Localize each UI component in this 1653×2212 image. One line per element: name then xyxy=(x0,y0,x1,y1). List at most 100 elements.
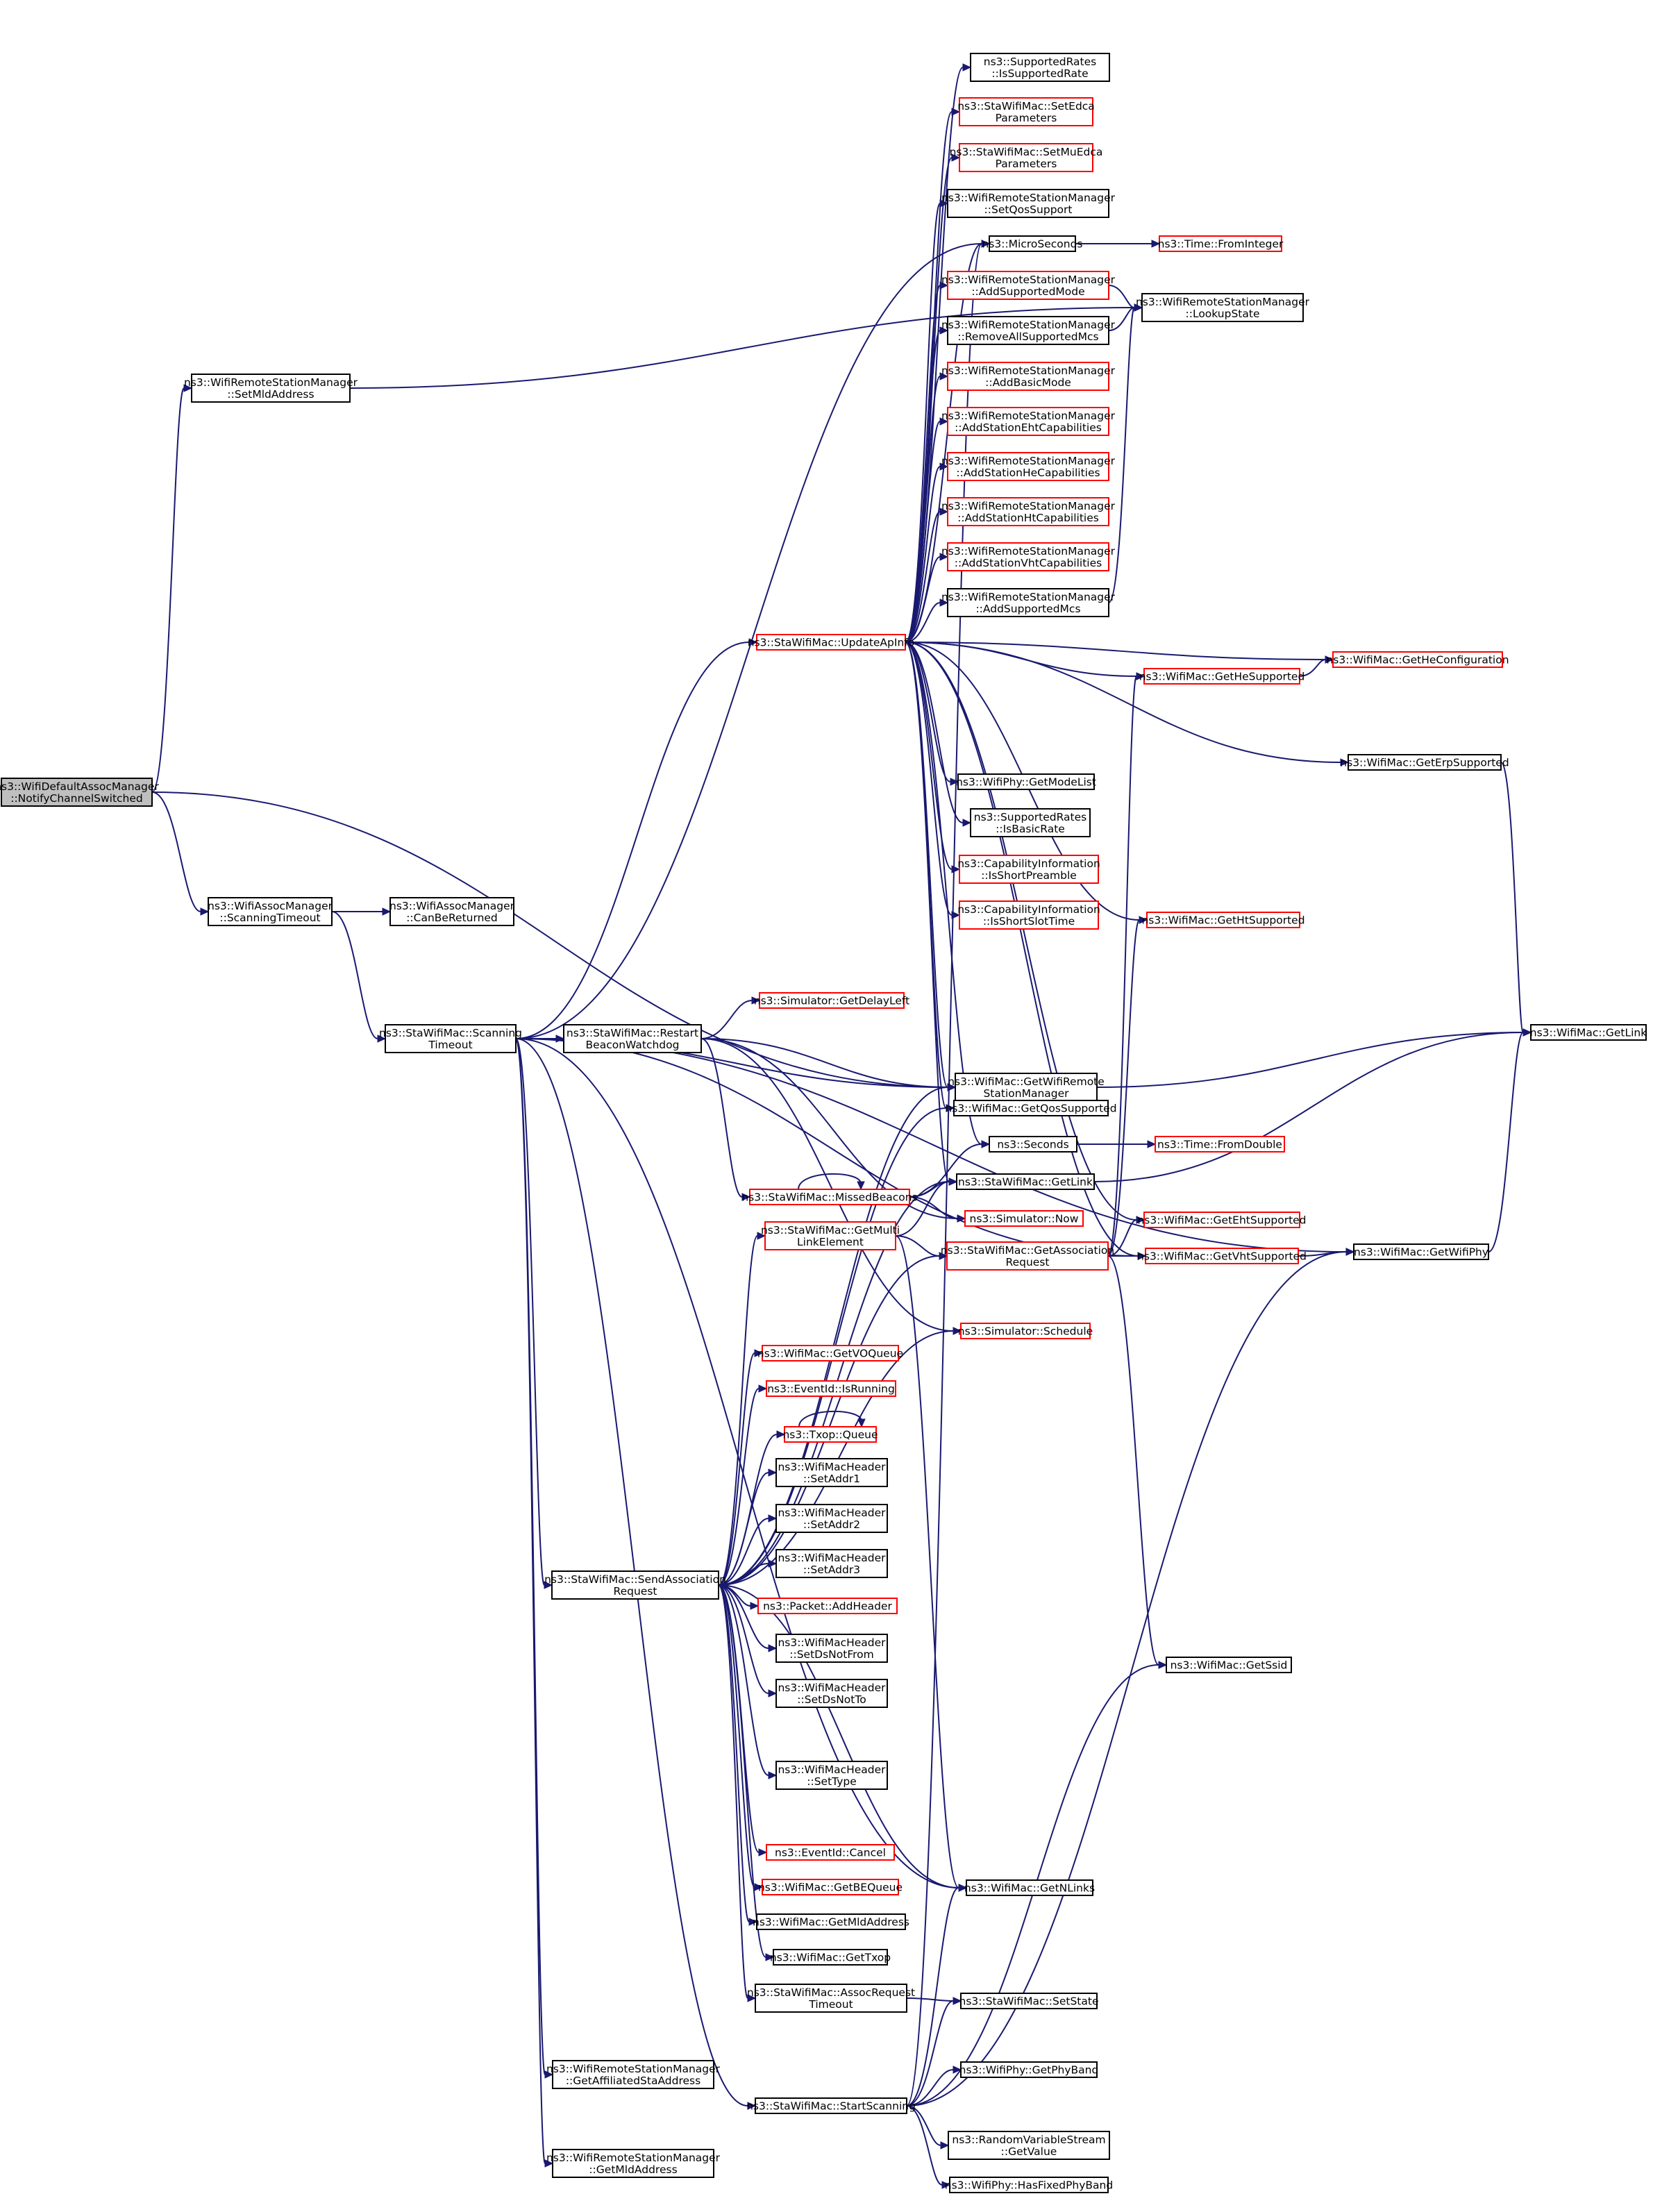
node-box xyxy=(959,143,1093,172)
node-is-running[interactable]: ns3::EventId::IsRunning xyxy=(766,1380,896,1397)
node-add-header[interactable]: ns3::Packet::AddHeader xyxy=(757,1598,898,1614)
node-scanning-timeout[interactable]: ns3::StaWifiMac::ScanningTimeout xyxy=(379,1024,522,1053)
node-box xyxy=(1145,1248,1299,1264)
node-is-short-preamble[interactable]: ns3::CapabilityInformation::IsShortPream… xyxy=(957,855,1100,884)
node-get-nlinks[interactable]: ns3::WifiMac::GetNLinks xyxy=(964,1879,1095,1896)
node-get-value[interactable]: ns3::RandomVariableStream::GetValue xyxy=(948,2131,1110,2160)
edge-txop-queue-to-txop-queue xyxy=(798,1410,866,1428)
node-set-qos-support[interactable]: ns3::WifiRemoteStationManager::SetQosSup… xyxy=(941,189,1116,218)
node-from-double[interactable]: ns3::Time::FromDouble xyxy=(1155,1136,1285,1153)
node-get-ssid[interactable]: ns3::WifiMac::GetSsid xyxy=(1166,1657,1292,1673)
node-get-mld-address-mac[interactable]: ns3::WifiMac::GetMldAddress xyxy=(753,1913,909,1930)
node-sim-now[interactable]: ns3::Simulator::Now xyxy=(964,1210,1084,1227)
node-label: ns3::WifiMacHeader xyxy=(778,1636,886,1649)
node-set-ds-not-from[interactable]: ns3::WifiMacHeader::SetDsNotFrom xyxy=(775,1634,888,1663)
node-get-voqueue[interactable]: ns3::WifiMac::GetVOQueue xyxy=(757,1345,903,1361)
node-missed-beacons[interactable]: ns3::StaWifiMac::MissedBeacons xyxy=(741,1189,918,1205)
node-scanning-timeout-am[interactable]: ns3::WifiAssocManager::ScanningTimeout xyxy=(208,897,333,926)
node-label: ::IsBasicRate xyxy=(996,823,1065,835)
node-set-ds-not-to[interactable]: ns3::WifiMacHeader::SetDsNotTo xyxy=(775,1679,888,1708)
node-root[interactable]: ns3::WifiDefaultAssocManager::NotifyChan… xyxy=(0,778,159,807)
node-get-wifi-phy[interactable]: ns3::WifiMac::GetWifiPhy xyxy=(1353,1243,1489,1260)
node-txop-queue[interactable]: ns3::Txop::Queue xyxy=(782,1426,878,1443)
node-box xyxy=(970,53,1110,82)
node-has-fixed-phy-band[interactable]: ns3::WifiPhy::HasFixedPhyBand xyxy=(945,2177,1113,2193)
node-get-wifi-rsm[interactable]: ns3::WifiMac::GetWifiRemoteStationManage… xyxy=(948,1073,1105,1102)
node-label: ns3::SupportedRates xyxy=(984,56,1096,68)
edge-update-ap-info-to-is-short-slot xyxy=(905,642,961,919)
node-lookup-state[interactable]: ns3::WifiRemoteStationManager::LookupSta… xyxy=(1136,293,1310,322)
node-schedule[interactable]: ns3::Simulator::Schedule xyxy=(958,1323,1093,1339)
node-get-he-config[interactable]: ns3::WifiMac::GetHeConfiguration xyxy=(1326,651,1509,668)
node-get-mode-list[interactable]: ns3::WifiPhy::GetModeList xyxy=(956,773,1096,790)
node-is-supported-rate[interactable]: ns3::SupportedRates::IsSupportedRate xyxy=(970,53,1110,82)
node-micro-seconds[interactable]: ns3::MicroSeconds xyxy=(982,235,1083,252)
node-set-addr1[interactable]: ns3::WifiMacHeader::SetAddr1 xyxy=(775,1458,888,1487)
node-add-basic-mode[interactable]: ns3::WifiRemoteStationManager::AddBasicM… xyxy=(941,362,1116,391)
node-set-state[interactable]: ns3::StaWifiMac::SetState xyxy=(959,1993,1099,2009)
edge-send-assoc-to-set-ds-not-from xyxy=(718,1584,778,1652)
node-get-erp-supported[interactable]: ns3::WifiMac::GetErpSupported xyxy=(1340,754,1509,771)
node-get-affiliated[interactable]: ns3::WifiRemoteStationManager::GetAffili… xyxy=(546,2060,721,2089)
node-label: Parameters xyxy=(996,112,1057,124)
node-from-integer[interactable]: ns3::Time::FromInteger xyxy=(1158,235,1284,252)
edge-scanning-timeout-am-to-can-be-returned xyxy=(332,907,392,916)
node-label: Timeout xyxy=(428,1039,472,1051)
node-label: ns3::WifiMacHeader xyxy=(778,1552,886,1564)
node-get-link-sta[interactable]: ns3::StaWifiMac::GetLink xyxy=(956,1173,1095,1190)
node-add-vht[interactable]: ns3::WifiRemoteStationManager::AddStatio… xyxy=(941,542,1116,571)
node-get-link-mac[interactable]: ns3::WifiMac::GetLink xyxy=(1530,1024,1647,1041)
edge-update-ap-info-to-seconds xyxy=(905,642,991,1148)
node-set-addr3[interactable]: ns3::WifiMacHeader::SetAddr3 xyxy=(775,1549,888,1578)
node-get-bequeue[interactable]: ns3::WifiMac::GetBEQueue xyxy=(758,1879,903,1895)
node-add-supported-mode[interactable]: ns3::WifiRemoteStationManager::AddSuppor… xyxy=(941,271,1116,300)
node-can-be-returned[interactable]: ns3::WifiAssocManager::CanBeReturned xyxy=(389,897,515,926)
node-box xyxy=(970,808,1091,837)
node-label: ::NotifyChannelSwitched xyxy=(10,792,143,805)
edge-root-to-set-mld-address xyxy=(151,384,193,793)
node-is-short-slot[interactable]: ns3::CapabilityInformation::IsShortSlotT… xyxy=(957,900,1100,930)
node-get-phy-band[interactable]: ns3::WifiPhy::GetPhyBand xyxy=(959,2061,1099,2078)
node-label: ns3::MicroSeconds xyxy=(982,238,1082,251)
node-cancel[interactable]: ns3::EventId::Cancel xyxy=(766,1844,895,1861)
node-get-eht-supported[interactable]: ns3::WifiMac::GetEhtSupported xyxy=(1137,1212,1307,1228)
node-set-mld-address[interactable]: ns3::WifiRemoteStationManager::SetMldAdd… xyxy=(184,374,358,403)
node-get-txop[interactable]: ns3::WifiMac::GetTxop xyxy=(770,1949,891,1966)
node-label: ::ScanningTimeout xyxy=(219,912,320,924)
edge-scanning-timeout-to-get-mld-address-rsm xyxy=(515,1038,554,2168)
edge-scanning-timeout-to-send-assoc xyxy=(515,1038,553,1589)
node-add-eht[interactable]: ns3::WifiRemoteStationManager::AddStatio… xyxy=(941,407,1116,436)
node-box xyxy=(755,1984,907,2013)
node-get-delay-left[interactable]: ns3::Simulator::GetDelayLeft xyxy=(754,992,909,1009)
node-start-scanning[interactable]: ns3::StaWifiMac::StartScanning xyxy=(746,2097,916,2114)
node-label: ::AddStationHeCapabilities xyxy=(956,467,1100,479)
node-is-basic-rate[interactable]: ns3::SupportedRates::IsBasicRate xyxy=(970,808,1091,837)
node-box xyxy=(947,407,1109,436)
node-box xyxy=(947,497,1109,526)
node-box xyxy=(775,1679,888,1708)
node-add-supported-mcs[interactable]: ns3::WifiRemoteStationManager::AddSuppor… xyxy=(941,588,1116,617)
node-set-type[interactable]: ns3::WifiMacHeader::SetType xyxy=(775,1761,888,1790)
node-label: ::SetMldAddress xyxy=(227,388,314,401)
node-add-ht[interactable]: ns3::WifiRemoteStationManager::AddStatio… xyxy=(941,497,1116,526)
node-add-he[interactable]: ns3::WifiRemoteStationManager::AddStatio… xyxy=(941,452,1116,481)
node-remove-all[interactable]: ns3::WifiRemoteStationManager::RemoveAll… xyxy=(941,316,1116,345)
node-get-mld-address-rsm[interactable]: ns3::WifiRemoteStationManager::GetMldAdd… xyxy=(546,2149,721,2178)
node-box xyxy=(749,1189,910,1205)
node-update-ap-info[interactable]: ns3::StaWifiMac::UpdateApInfo xyxy=(748,634,914,651)
node-seconds[interactable]: ns3::Seconds xyxy=(989,1136,1077,1153)
node-label: ::AddSupportedMode xyxy=(971,285,1084,298)
node-get-vht-supported[interactable]: ns3::WifiMac::GetVhtSupported xyxy=(1137,1248,1307,1264)
node-get-qos-supported[interactable]: ns3::WifiMac::GetQosSupported xyxy=(945,1100,1117,1116)
node-set-addr2[interactable]: ns3::WifiMacHeader::SetAddr2 xyxy=(775,1504,888,1533)
node-get-he-supported[interactable]: ns3::WifiMac::GetHeSupported xyxy=(1139,668,1305,685)
edge-send-assoc-to-get-multi-link xyxy=(718,1232,766,1586)
node-get-ht-supported[interactable]: ns3::WifiMac::GetHtSupported xyxy=(1141,912,1305,928)
